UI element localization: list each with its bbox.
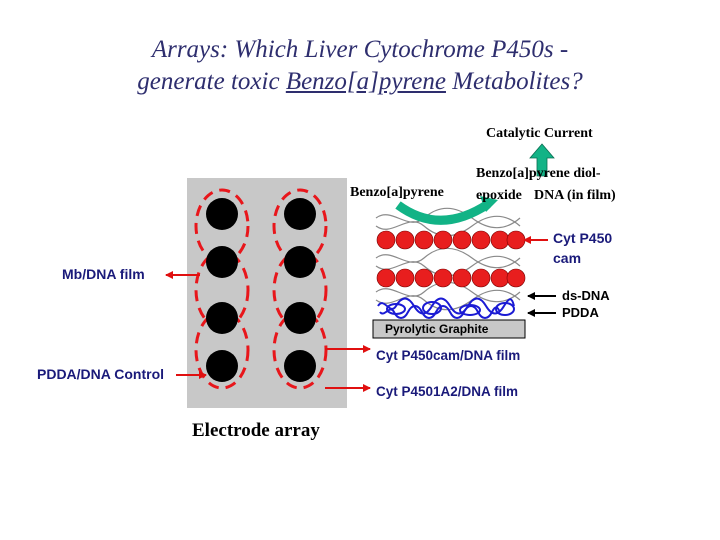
pdda-layer — [377, 297, 515, 319]
label-ds-dna: ds-DNA — [562, 288, 610, 303]
electrode-2 — [284, 198, 316, 230]
label-catalytic-current: Catalytic Current — [486, 126, 593, 141]
label-mb-dna-film: Mb/DNA film — [62, 266, 145, 282]
electrode-8 — [284, 350, 316, 382]
enzyme-layer — [376, 230, 526, 288]
label-diol-line-1: Benzo[a]pyrene diol- — [476, 166, 601, 181]
title-line-2-post: Metabolites? — [445, 68, 583, 95]
catalytic-current-arrow — [529, 143, 555, 177]
title-line-2: generate toxic Benzo[a]pyrene Metabolite… — [0, 66, 720, 98]
pyrolytic-graphite-base — [372, 319, 526, 339]
label-cyt-p450-2: cam — [553, 250, 582, 266]
electrode-6 — [284, 302, 316, 334]
electrode-5 — [206, 302, 238, 334]
label-pdda-dna-control: PDDA/DNA Control — [37, 366, 165, 382]
label-cam-film: Cyt P450cam/DNA film — [376, 348, 521, 363]
label-pdda: PDDA — [562, 305, 599, 320]
label-pyrolytic-graphite: Pyrolytic Graphite — [385, 322, 489, 336]
electrode-3 — [206, 246, 238, 278]
reaction-arc — [395, 200, 491, 225]
label-a2-film: Cyt P4501A2/DNA film — [376, 384, 519, 399]
slide-title: Arrays: Which Liver Cytochrome P450s - g… — [0, 34, 720, 98]
spot-outline-2 — [272, 188, 328, 264]
title-line-2-pre: generate toxic — [137, 68, 286, 95]
label-cyt-p450-1: Cyt P450 — [553, 230, 613, 246]
reaction-arc-head — [480, 196, 498, 212]
title-line-1: Arrays: Which Liver Cytochrome P450s - — [151, 36, 569, 63]
electrode-4 — [284, 246, 316, 278]
label-benzo-a-pyrene: Benzo[a]pyrene — [350, 185, 444, 200]
spot-outline-1 — [194, 188, 250, 264]
electrode-1 — [206, 198, 238, 230]
label-electrode-array: Electrode array — [192, 420, 320, 441]
electrode-7 — [206, 350, 238, 382]
title-underlined-term: Benzo[a]pyrene — [285, 68, 446, 95]
label-dna-in-film: DNA (in film) — [534, 188, 616, 203]
label-diol-line-2: epoxide — [476, 188, 522, 203]
